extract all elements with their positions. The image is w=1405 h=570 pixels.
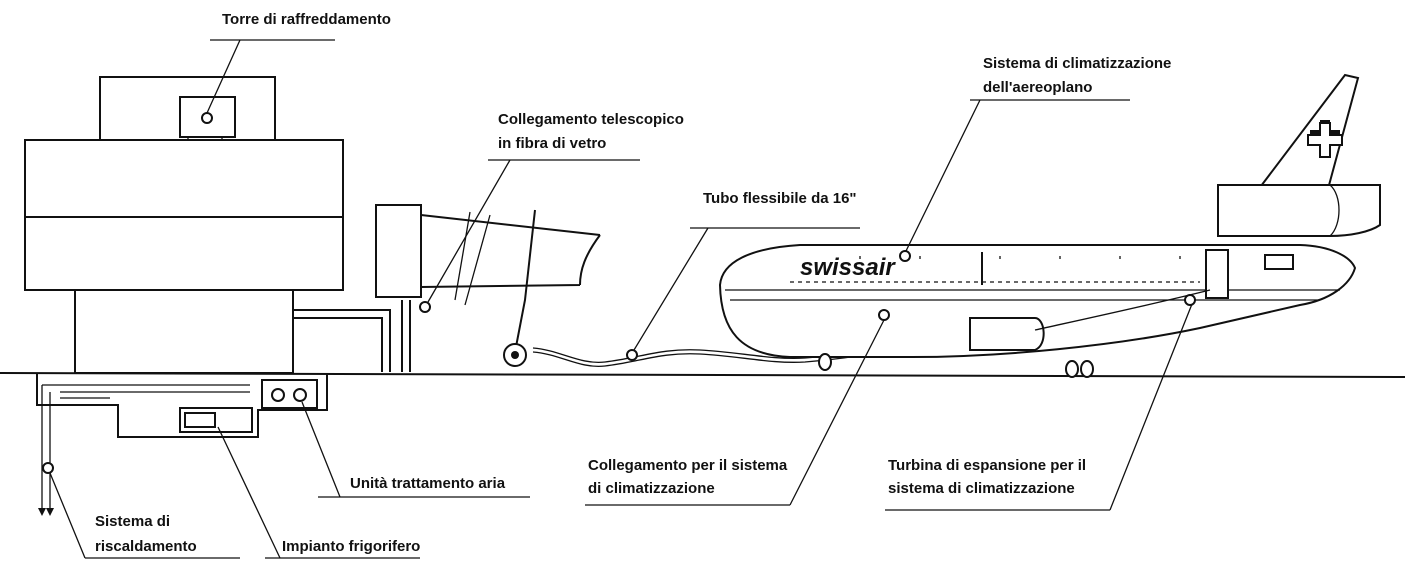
air-handling-unit bbox=[261, 379, 318, 409]
leader-heating bbox=[49, 472, 240, 559]
label-turbine-1: Turbina di espansione per il bbox=[888, 457, 1086, 474]
leader-refrigeration bbox=[217, 426, 420, 559]
leader-aircraft-ac bbox=[905, 99, 1130, 252]
cooling-tower-point bbox=[201, 112, 213, 124]
label-aircraft-ac-1: Sistema di climatizzazione bbox=[983, 55, 1171, 72]
leader-cooling-tower bbox=[206, 39, 335, 114]
label-flex-hose: Tubo flessibile da 16" bbox=[703, 190, 857, 207]
heating-pipes bbox=[41, 385, 51, 508]
air-handling-fan-1 bbox=[271, 388, 285, 402]
bridge-tube bbox=[420, 214, 601, 288]
label-cooling-tower: Torre di raffreddamento bbox=[222, 11, 391, 28]
turbine-point bbox=[1184, 294, 1196, 306]
label-telescopic-2: in fibra di vetro bbox=[498, 135, 606, 152]
apu bbox=[1264, 254, 1294, 270]
main-gear-2 bbox=[1080, 360, 1094, 378]
label-heating-2: riscaldamento bbox=[95, 538, 197, 555]
expansion-turbine bbox=[1205, 249, 1229, 299]
telescopic-link bbox=[293, 204, 601, 372]
supply-duct bbox=[293, 309, 391, 372]
label-ac-connection-1: Collegamento per il sistema bbox=[588, 457, 788, 474]
leader-turbine bbox=[885, 303, 1193, 511]
label-telescopic-1: Collegamento telescopico bbox=[498, 111, 684, 128]
ac-system-point bbox=[899, 250, 911, 262]
labels: Torre di raffreddamento Collegamento tel… bbox=[95, 11, 1171, 555]
ac-connection-point bbox=[878, 309, 890, 321]
tail-engine bbox=[1217, 184, 1381, 237]
label-aircraft-ac-2: dell'aereoplano bbox=[983, 79, 1092, 96]
plant-building bbox=[24, 76, 344, 516]
leader-ac-connection bbox=[585, 319, 885, 506]
bridge-frame bbox=[454, 211, 491, 306]
main-building bbox=[24, 139, 344, 291]
label-turbine-2: sistema di climatizzazione bbox=[888, 480, 1075, 497]
bridge-wheel-hub bbox=[511, 351, 519, 359]
label-ac-connection-2: di climatizzazione bbox=[588, 480, 715, 497]
heating-valves bbox=[38, 508, 54, 516]
wing-engine bbox=[969, 317, 1045, 351]
tail-engine-inlet bbox=[1329, 184, 1340, 237]
heating-point bbox=[42, 462, 54, 474]
nose-gear bbox=[818, 353, 832, 371]
rotunda bbox=[375, 204, 422, 298]
leader-telescopic bbox=[427, 159, 640, 303]
air-handling-fan-2 bbox=[293, 388, 307, 402]
leader-hose bbox=[633, 227, 860, 351]
hose-point bbox=[626, 349, 638, 361]
building-base bbox=[74, 289, 294, 374]
bridge-leg bbox=[514, 209, 536, 353]
telescopic-link-point bbox=[419, 301, 431, 313]
label-refrigeration: Impianto frigorifero bbox=[282, 538, 420, 555]
swiss-cross-inner bbox=[1307, 122, 1343, 158]
main-gear-1 bbox=[1065, 360, 1079, 378]
basement-pipes bbox=[42, 384, 250, 399]
riser-duct bbox=[401, 300, 411, 372]
leader-air-handling bbox=[301, 401, 530, 498]
refrigeration-compressor bbox=[184, 412, 216, 428]
leader-lines bbox=[49, 39, 1193, 559]
aircraft-livery-text: swissair bbox=[800, 254, 896, 281]
aircraft: swissair bbox=[718, 73, 1381, 378]
label-heating-1: Sistema di bbox=[95, 513, 170, 530]
label-air-handling: Unità trattamento aria bbox=[350, 475, 506, 492]
